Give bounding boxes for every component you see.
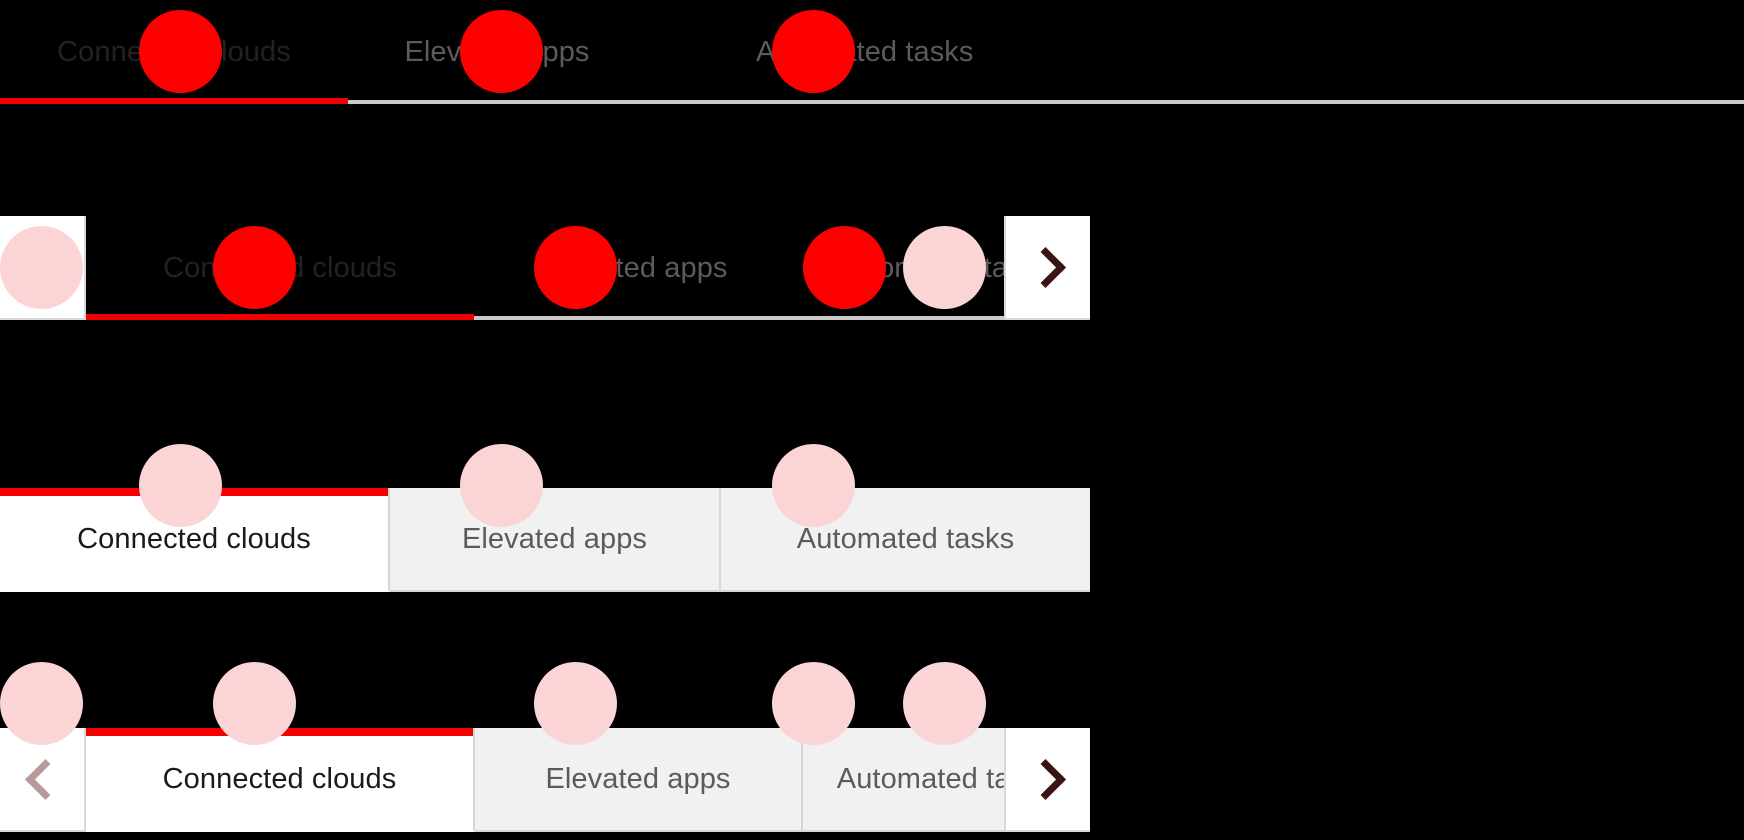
tab-label: Connected clouds bbox=[163, 251, 397, 284]
tab-label: Connected clouds bbox=[162, 762, 397, 795]
active-top-indicator bbox=[86, 728, 473, 736]
tab-underline bbox=[796, 316, 1090, 320]
tab-track: Connected clouds Elevated apps Automated… bbox=[0, 0, 1744, 104]
active-underline bbox=[86, 314, 474, 320]
tab-connected-clouds[interactable]: Connected clouds bbox=[0, 0, 348, 104]
tab-label: Automated tasks bbox=[796, 522, 1015, 555]
tab-label: Automated tasks bbox=[756, 35, 974, 68]
scroll-next-button[interactable] bbox=[1004, 216, 1090, 320]
tab-underline bbox=[646, 100, 1744, 104]
tab-underline bbox=[348, 100, 646, 104]
tab-track: Connected clouds Elevated apps Automated… bbox=[86, 216, 1090, 320]
tab-elevated-apps[interactable]: Elevated apps bbox=[474, 216, 796, 320]
tab-label: Connected clouds bbox=[57, 35, 291, 68]
tab-automated-tasks[interactable]: Automated tasks bbox=[721, 488, 1090, 592]
tab-underline bbox=[474, 316, 796, 320]
chevron-right-icon bbox=[1024, 758, 1066, 800]
tabbar-underline-scrollable: Connected clouds Elevated apps Automated… bbox=[0, 216, 1090, 320]
chevron-left-icon bbox=[24, 246, 66, 288]
chevron-left-icon bbox=[24, 758, 66, 800]
active-top-indicator bbox=[0, 488, 388, 496]
tab-connected-clouds[interactable]: Connected clouds bbox=[86, 216, 474, 320]
scroll-previous-button[interactable] bbox=[0, 216, 86, 320]
tab-connected-clouds[interactable]: Connected clouds bbox=[86, 728, 475, 832]
tab-automated-tasks[interactable]: Automated tasks bbox=[646, 0, 1744, 104]
tab-label: Elevated apps bbox=[404, 35, 590, 68]
tabbar-boxed-scrollable: Connected clouds Elevated apps Automated… bbox=[0, 728, 1090, 832]
tabbar-boxed-plain: Connected clouds Elevated apps Automated… bbox=[0, 488, 1090, 592]
tab-elevated-apps[interactable]: Elevated apps bbox=[348, 0, 646, 104]
tab-label: Elevated apps bbox=[545, 762, 731, 795]
scroll-previous-button[interactable] bbox=[0, 728, 86, 832]
tab-label: Connected clouds bbox=[77, 522, 311, 555]
tab-label: Elevated apps bbox=[461, 522, 648, 555]
tab-connected-clouds[interactable]: Connected clouds bbox=[0, 488, 390, 592]
tab-elevated-apps[interactable]: Elevated apps bbox=[390, 488, 721, 592]
tabbar-underline-plain: Connected clouds Elevated apps Automated… bbox=[0, 0, 1744, 104]
scroll-next-button[interactable] bbox=[1004, 728, 1090, 832]
active-underline bbox=[0, 98, 348, 104]
tab-label: Elevated apps bbox=[542, 251, 728, 284]
chevron-right-icon bbox=[1024, 246, 1066, 288]
tab-elevated-apps[interactable]: Elevated apps bbox=[475, 728, 803, 832]
